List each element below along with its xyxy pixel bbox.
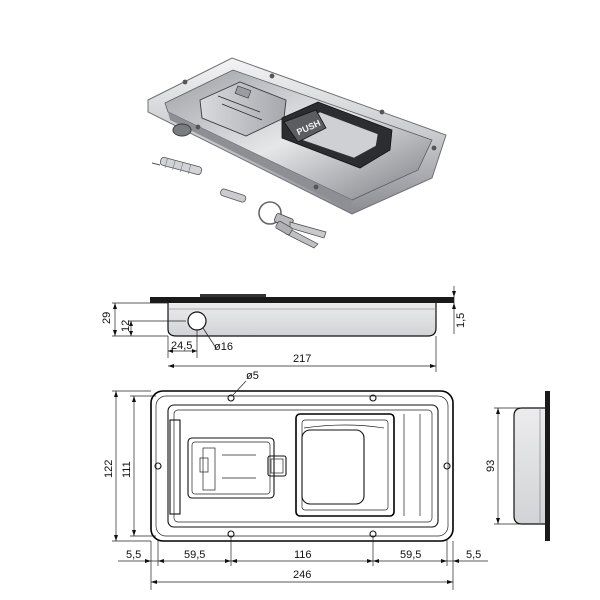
dim-hole-diameter: ø16 (214, 341, 233, 353)
plate-slot (217, 95, 261, 113)
dim-93: 93 (485, 460, 497, 472)
dim-246: 246 (293, 569, 311, 581)
latch-photo: PUSH (147, 57, 447, 249)
flange-hole (182, 79, 188, 85)
flange-hole (269, 73, 275, 79)
dim-spacing-left: 59,5 (184, 549, 205, 561)
dim-24-5: 24,5 (171, 340, 192, 352)
flange-hole (379, 109, 385, 115)
side-flange (150, 297, 454, 303)
tray-wall (168, 112, 352, 210)
keys (258, 201, 327, 249)
dim-margin-right: 5,5 (466, 549, 481, 561)
screw-hole (369, 394, 377, 402)
top-recess (167, 404, 439, 528)
plate-tab (234, 85, 252, 99)
right-body (513, 407, 545, 525)
dim-29: 29 (101, 312, 113, 324)
dim-margin-left: 5,5 (126, 549, 141, 561)
dim-217: 217 (293, 353, 311, 365)
push-button (283, 109, 327, 143)
side-body (167, 303, 437, 337)
dim-111: 111 (121, 461, 133, 478)
dim-12: 12 (120, 320, 132, 332)
top-flange (150, 390, 454, 542)
lock-boss (172, 123, 192, 137)
side-view: 29 12 24,5 ø16 217 1,5 (101, 286, 467, 372)
screw-hole (443, 462, 451, 470)
side-tab (200, 294, 266, 297)
side-lock-hole (187, 311, 207, 331)
dim-screw-hole: ø5 (246, 370, 259, 382)
dim-1-5: 1,5 (455, 313, 467, 328)
top-view: ø5 122 111 5,5 59,5 116 59,5 (103, 370, 488, 590)
right-side-view: 93 (485, 391, 550, 541)
screw-hole (227, 394, 235, 402)
screw-hole (154, 462, 162, 470)
flange-hole (195, 124, 201, 130)
hinge-bar (169, 419, 181, 515)
dim-122: 122 (103, 460, 115, 478)
top-latch-plate (187, 437, 275, 499)
dim-spacing-right: 59,5 (400, 549, 421, 561)
right-flange (545, 391, 550, 541)
flange-hole (431, 145, 437, 151)
pin (220, 188, 247, 203)
plate-slot (221, 103, 263, 121)
top-handle (295, 413, 395, 517)
dim-center: 116 (294, 549, 312, 561)
spring (151, 156, 203, 176)
flange-hole (313, 184, 319, 190)
